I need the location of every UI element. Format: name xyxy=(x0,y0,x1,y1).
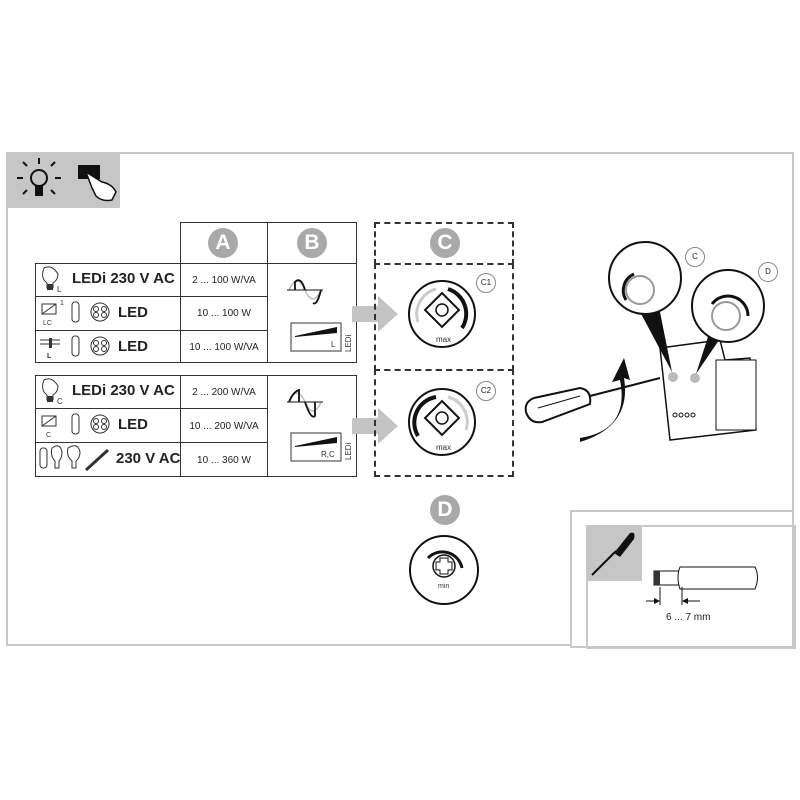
potentiometer-c1-knob xyxy=(408,280,476,348)
svg-text:L: L xyxy=(57,285,62,294)
svg-text:LC: LC xyxy=(43,320,52,327)
column-badge-d: D xyxy=(430,495,460,525)
product-name: LED xyxy=(118,304,148,321)
transformer-LC-icon: LC 1 xyxy=(41,300,110,327)
stripped-wire-icon xyxy=(646,566,758,605)
strip-length-label: 6 ... 7 mm xyxy=(666,612,711,623)
transformer-L-icon: L xyxy=(40,335,110,360)
bulb-L-icon: L xyxy=(42,266,62,294)
svg-text:C: C xyxy=(57,397,63,406)
callout-d: D xyxy=(758,262,778,282)
leading-edge-waveform-icon: L LEDi xyxy=(287,279,353,352)
screwdriver-box xyxy=(586,525,642,581)
potentiometer-min-knob xyxy=(409,535,479,605)
column-badge-b: B xyxy=(297,228,327,258)
halogen-lamps-icon xyxy=(39,445,110,472)
rotate-arrow-icon xyxy=(580,358,630,442)
product-name: LED xyxy=(118,338,148,355)
svg-text:1: 1 xyxy=(60,300,64,307)
load-range: 2 ... 200 W/VA xyxy=(192,387,256,398)
hand-press-icon xyxy=(78,165,117,202)
load-range: 10 ... 100 W xyxy=(197,308,251,319)
svg-text:C: C xyxy=(46,432,51,439)
column-badge-a: A xyxy=(208,228,238,258)
dimmer-device-illustration xyxy=(524,241,765,442)
potentiometer-c2-knob xyxy=(408,388,476,456)
svg-text:LEDi: LEDi xyxy=(344,334,353,352)
load-range: 10 ... 360 W xyxy=(197,455,251,466)
bulb-C-icon: C xyxy=(42,378,63,406)
header-icon-box xyxy=(6,152,120,208)
product-name: 230 V AC xyxy=(116,450,181,467)
svg-text:L: L xyxy=(47,353,52,360)
product-name: LEDi 230 V AC xyxy=(72,270,175,287)
product-name: LEDi 230 V AC xyxy=(72,382,175,399)
column-badge-c: C xyxy=(430,228,460,258)
light-bulb-icon xyxy=(17,158,117,202)
product-name: LED xyxy=(118,416,148,433)
screwdriver-icon xyxy=(591,532,635,576)
svg-text:L: L xyxy=(331,340,336,349)
trailing-edge-waveform-icon: R,C LEDi xyxy=(287,388,353,462)
screwdriver-icon xyxy=(524,377,661,424)
load-range: 10 ... 200 W/VA xyxy=(189,421,259,432)
transformer-C-icon: C xyxy=(41,413,110,439)
load-range: 10 ... 100 W/VA xyxy=(189,342,259,353)
svg-text:R,C: R,C xyxy=(321,450,335,459)
diagram-frame xyxy=(6,152,794,646)
callout-c1: C1 xyxy=(476,273,496,293)
callout-c: C xyxy=(685,247,705,267)
svg-text:LEDi: LEDi xyxy=(344,442,353,460)
load-range: 2 ... 100 W/VA xyxy=(192,275,256,286)
callout-c2: C2 xyxy=(476,381,496,401)
